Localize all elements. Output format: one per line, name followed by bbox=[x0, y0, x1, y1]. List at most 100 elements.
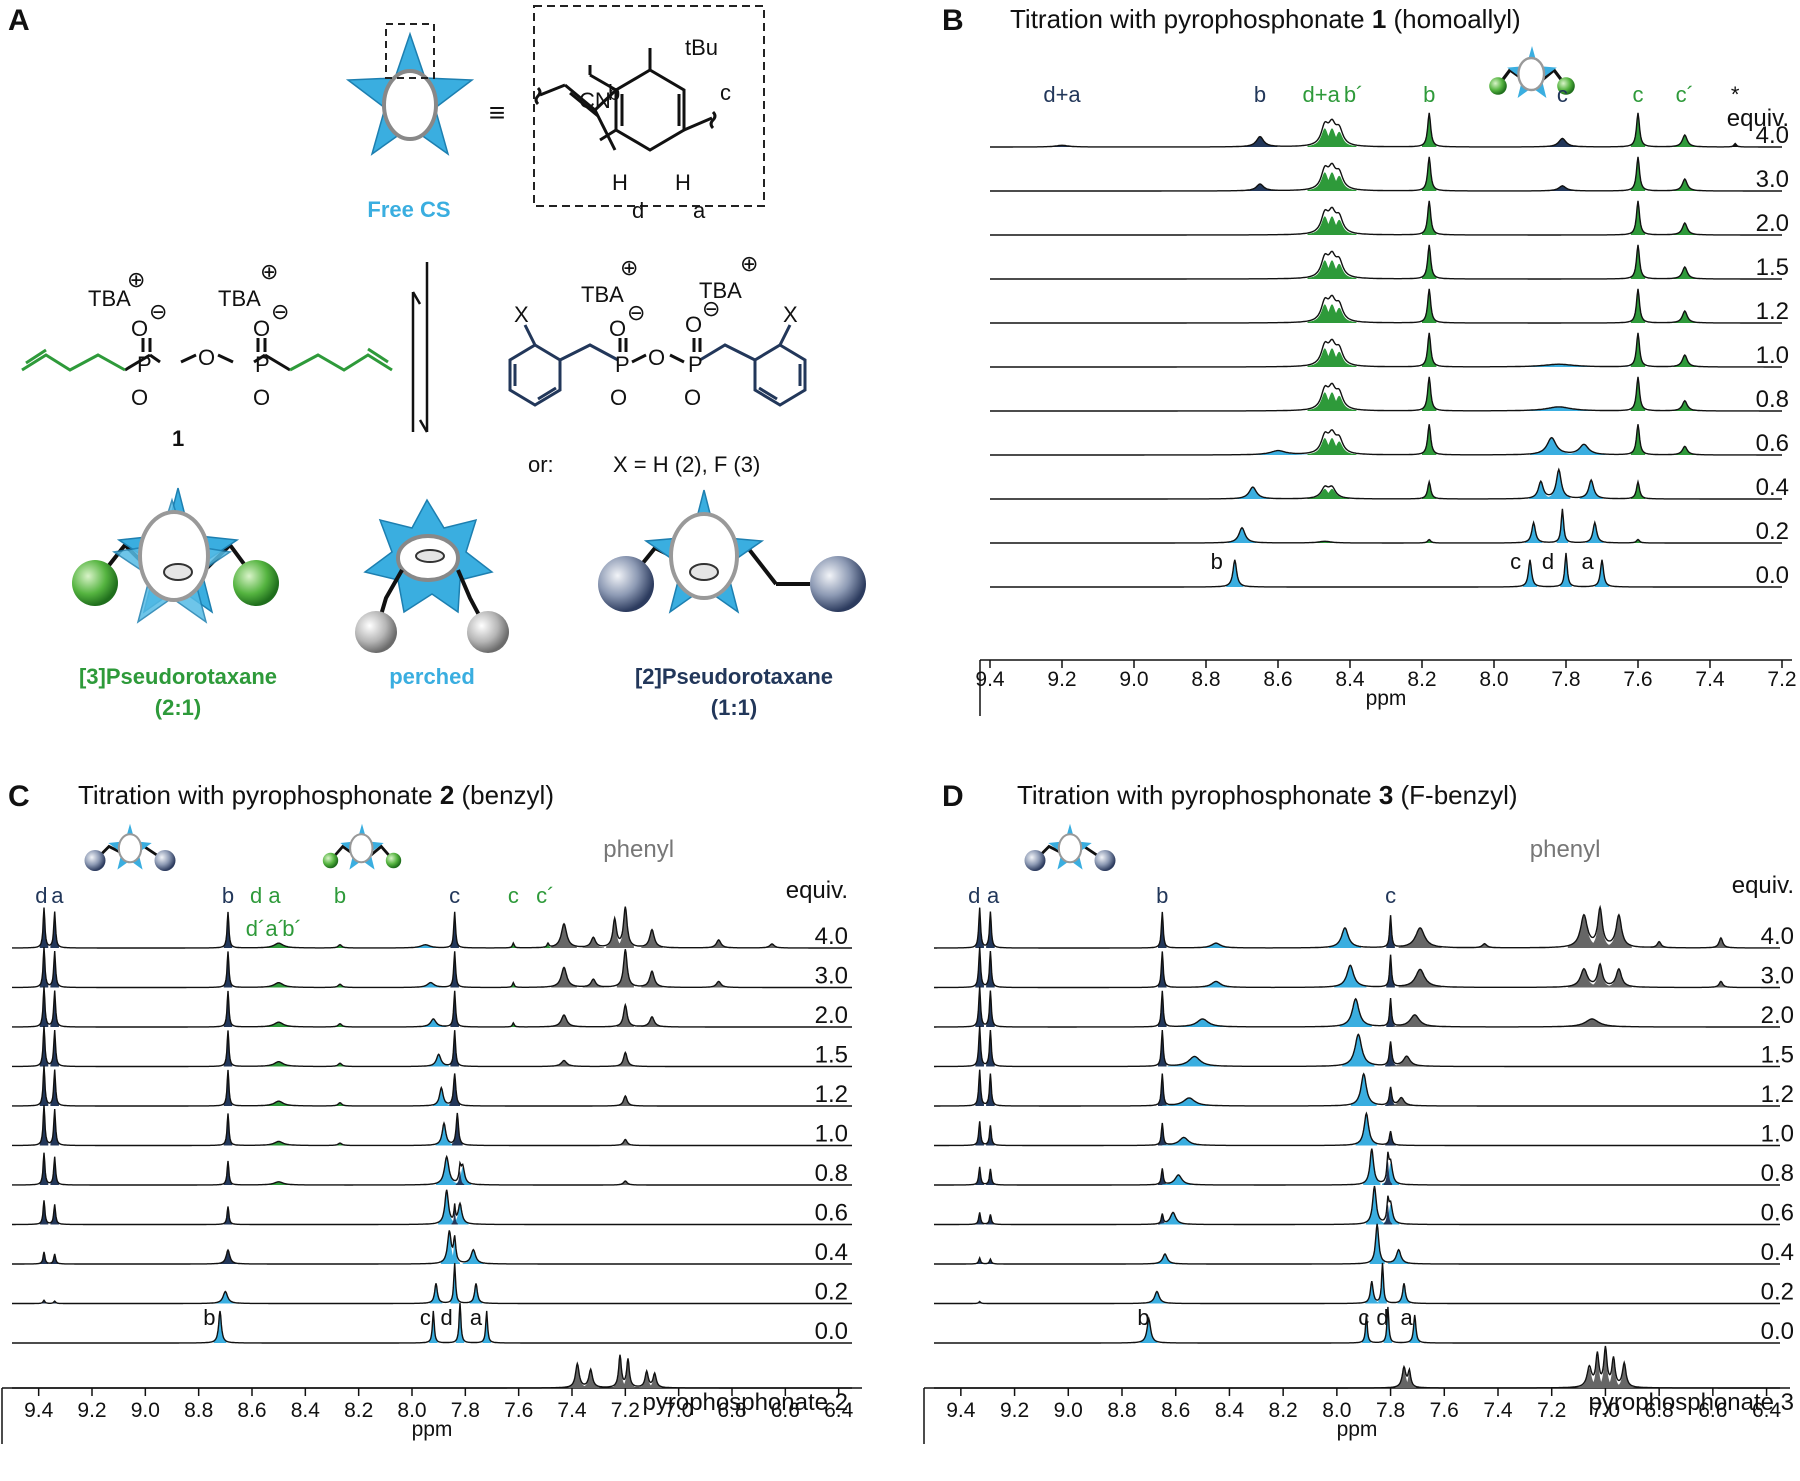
peak-fill bbox=[219, 1250, 237, 1264]
p-atom-left: P bbox=[137, 352, 152, 377]
x-tick-label: 8.0 bbox=[1479, 668, 1508, 691]
peak-fill bbox=[429, 1311, 438, 1343]
peak-label: c bbox=[449, 883, 460, 908]
peak-fill bbox=[1383, 1161, 1393, 1185]
x-tick-label: 6.6 bbox=[771, 1399, 800, 1422]
peak-fill bbox=[1157, 1074, 1167, 1106]
peak-fill bbox=[1242, 136, 1278, 147]
x-tick-label: 7.4 bbox=[557, 1399, 587, 1422]
peak-fill bbox=[1033, 145, 1091, 147]
peak-fill bbox=[39, 1026, 49, 1067]
x-axis-label: ppm bbox=[412, 1418, 453, 1441]
peak-label: d bbox=[35, 883, 47, 908]
peak-label: c bbox=[1510, 549, 1521, 574]
x-tick-label: 8.2 bbox=[1269, 1399, 1298, 1422]
peak-fill bbox=[1321, 395, 1357, 411]
spectrum-trace bbox=[934, 1148, 1780, 1186]
equilibrium-arrows bbox=[411, 262, 429, 433]
peak-fill bbox=[50, 912, 59, 948]
spectrum-trace bbox=[934, 986, 1780, 1028]
peak-fill bbox=[986, 1169, 995, 1185]
peak-fill bbox=[1314, 348, 1350, 367]
equiv-label: 1.0 bbox=[1761, 1121, 1794, 1148]
peak-label: c bbox=[420, 1305, 431, 1330]
peak-fill bbox=[1630, 539, 1646, 543]
spectrum-trace bbox=[934, 1306, 1780, 1344]
peak-label: b bbox=[1211, 549, 1223, 574]
peak-label: c´ bbox=[536, 883, 554, 908]
x-tick-label: 9.4 bbox=[946, 1399, 976, 1422]
x-tick-label: 9.2 bbox=[1000, 1399, 1029, 1422]
peak-fill bbox=[616, 908, 634, 948]
peak-fill bbox=[1386, 916, 1395, 948]
peak-fill bbox=[39, 1200, 49, 1225]
h-label-right: H bbox=[675, 170, 691, 195]
peak-fill bbox=[469, 1283, 483, 1304]
equiv-label: 3.0 bbox=[815, 963, 848, 990]
peak-label: a bbox=[1401, 1305, 1414, 1330]
spectrum-trace bbox=[12, 906, 852, 949]
peak-fill bbox=[1157, 1169, 1167, 1185]
peak-label: b bbox=[334, 883, 346, 908]
equiv-label: 0.6 bbox=[1756, 430, 1789, 457]
peak-fill bbox=[1567, 916, 1601, 948]
peak-fill bbox=[50, 1109, 59, 1146]
peak-fill bbox=[404, 944, 447, 948]
peak-fill bbox=[582, 1370, 600, 1388]
equiv-header: equiv. bbox=[1727, 105, 1789, 132]
peak-fill bbox=[1307, 438, 1343, 455]
equiv-label: 1.5 bbox=[1756, 254, 1789, 281]
peak-fill bbox=[1162, 1175, 1195, 1185]
peak-fill bbox=[1321, 307, 1357, 323]
peak-fill bbox=[1547, 470, 1571, 499]
equiv-label: 0.4 bbox=[815, 1239, 848, 1266]
panel-c-title: Titration with pyrophosphonate 2 (benzyl… bbox=[78, 780, 554, 810]
p-atom-benzyl-left: P bbox=[615, 352, 630, 377]
peak-fill bbox=[1157, 951, 1167, 988]
peak-fill bbox=[568, 1364, 586, 1388]
peak-fill bbox=[1321, 351, 1357, 367]
peak-fill bbox=[1386, 955, 1395, 988]
peak-fill bbox=[509, 982, 518, 988]
x-tick-label: 9.4 bbox=[24, 1399, 54, 1422]
panel-letter-c: C bbox=[8, 780, 30, 813]
peak-fill bbox=[509, 1023, 518, 1027]
spectrum-trace bbox=[934, 1223, 1780, 1265]
peak-label: d bbox=[968, 883, 980, 908]
peak-fill bbox=[39, 908, 49, 948]
o-bridge: O bbox=[198, 345, 215, 370]
peak-fill bbox=[1630, 157, 1646, 191]
peak-fill bbox=[1154, 1254, 1176, 1264]
spectrum-trace bbox=[990, 467, 1782, 500]
x-tick-label: 7.6 bbox=[1623, 668, 1652, 691]
peak-fill bbox=[223, 1030, 233, 1067]
repeat-unit-box bbox=[533, 5, 765, 207]
peak-fill bbox=[452, 1113, 463, 1146]
x-tick-label: 7.8 bbox=[451, 1399, 480, 1422]
equiv-label: 0.2 bbox=[1761, 1279, 1794, 1306]
x-tick-label: 9.0 bbox=[1054, 1399, 1083, 1422]
equiv-label: 1.2 bbox=[1761, 1081, 1794, 1108]
peak-fill bbox=[1422, 245, 1437, 279]
peak-fill bbox=[975, 1258, 984, 1264]
peak-fill bbox=[1381, 1163, 1400, 1185]
peak-fill bbox=[451, 1208, 458, 1225]
peak-fill bbox=[1363, 1149, 1381, 1185]
equiv-label: 3.0 bbox=[1756, 166, 1789, 193]
equiv-label: 2.0 bbox=[1761, 1002, 1794, 1029]
peak-fill bbox=[1328, 928, 1362, 948]
or-label: or: bbox=[528, 452, 554, 477]
peak-label: a bbox=[470, 1305, 483, 1330]
spectrum-trace bbox=[990, 112, 1782, 148]
peak-fill bbox=[449, 1240, 460, 1264]
peak-fill bbox=[450, 1030, 459, 1067]
homoallyl-chains bbox=[21, 347, 393, 372]
x-tick-label: 7.8 bbox=[1551, 668, 1580, 691]
peak-fill bbox=[1160, 1212, 1186, 1225]
x-axis-label: ppm bbox=[1366, 687, 1407, 710]
x-tick-label: 8.2 bbox=[344, 1399, 373, 1422]
peak-fill bbox=[613, 1356, 627, 1388]
peak-fill bbox=[223, 991, 233, 1027]
peak-fill bbox=[1630, 201, 1646, 235]
peak-fill bbox=[50, 1204, 59, 1225]
